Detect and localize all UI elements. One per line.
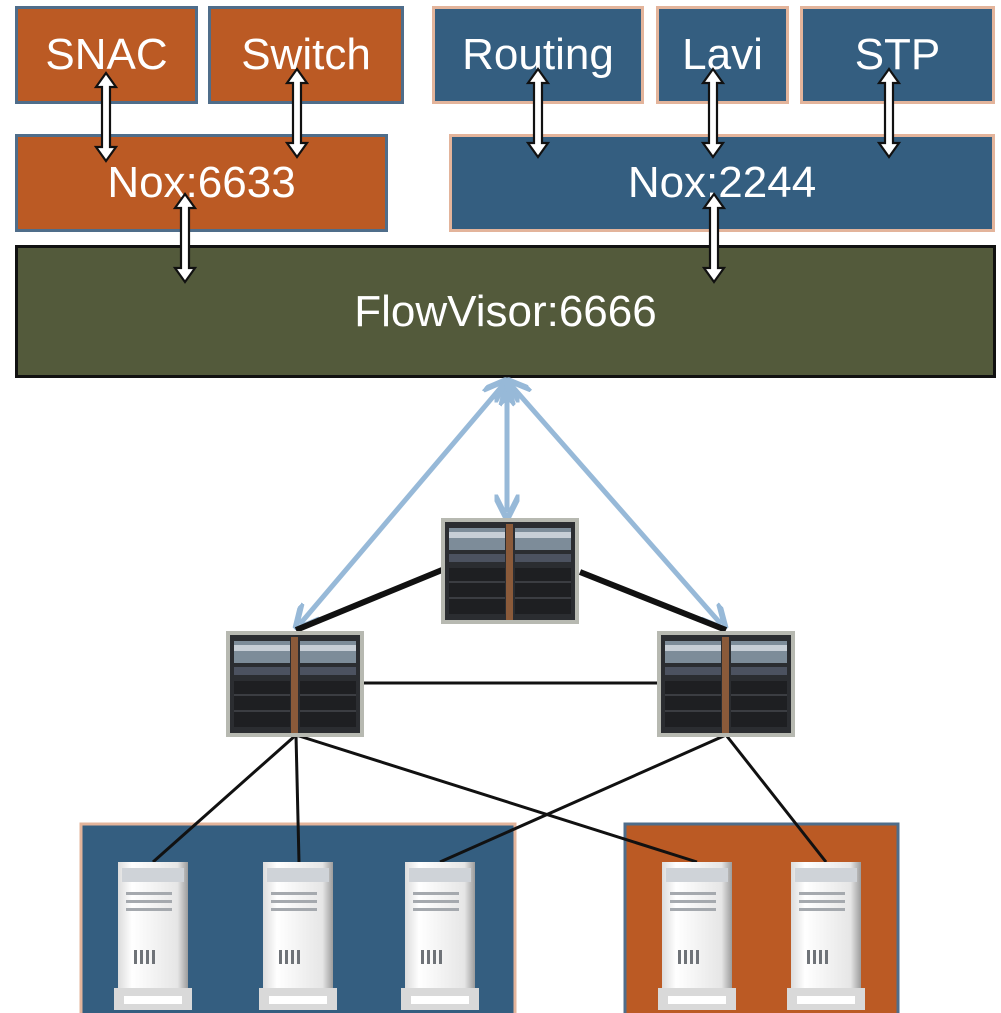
app-label-switch: Switch xyxy=(241,30,371,79)
app-box-switch: Switch xyxy=(208,6,404,104)
app-box-stp: STP xyxy=(800,6,995,104)
switch-link xyxy=(578,569,728,633)
tower-server-icon xyxy=(259,862,337,1010)
app-label-snac: SNAC xyxy=(45,30,168,79)
host-link xyxy=(152,733,297,864)
host-link xyxy=(439,733,727,864)
app-box-lavi: Lavi xyxy=(656,6,789,104)
host-link xyxy=(724,734,828,863)
controller-label-2244: Nox:2244 xyxy=(627,158,817,207)
network-switch-icon xyxy=(656,630,796,738)
switch-link xyxy=(294,567,444,633)
double-arrow-icon xyxy=(173,192,197,284)
tower-server-icon xyxy=(401,862,479,1010)
controller-nox-2244: Nox:2244 xyxy=(449,134,995,232)
tower-server-icon xyxy=(658,862,736,1010)
network-switch-icon xyxy=(225,630,365,738)
network-switch-icon xyxy=(440,517,580,625)
controller-label-6633: Nox:6633 xyxy=(107,158,296,207)
openflow-link-right xyxy=(511,385,721,624)
double-arrow-icon xyxy=(877,67,901,159)
double-arrow-icon xyxy=(702,192,726,284)
controller-nox-6633: Nox:6633 xyxy=(15,134,388,232)
openflow-link-left xyxy=(300,385,503,624)
tower-server-icon xyxy=(114,862,192,1010)
double-arrow-icon xyxy=(285,67,309,159)
double-arrow-icon xyxy=(526,67,550,159)
host-link xyxy=(294,734,301,863)
tower-server-icon xyxy=(787,862,865,1010)
host-link xyxy=(295,733,698,864)
app-label-lavi: Lavi xyxy=(682,30,763,79)
app-label-stp: STP xyxy=(854,30,941,79)
double-arrow-icon xyxy=(701,67,725,159)
double-arrow-icon xyxy=(94,71,118,163)
flowvisor-label: FlowVisor:6666 xyxy=(354,286,657,336)
